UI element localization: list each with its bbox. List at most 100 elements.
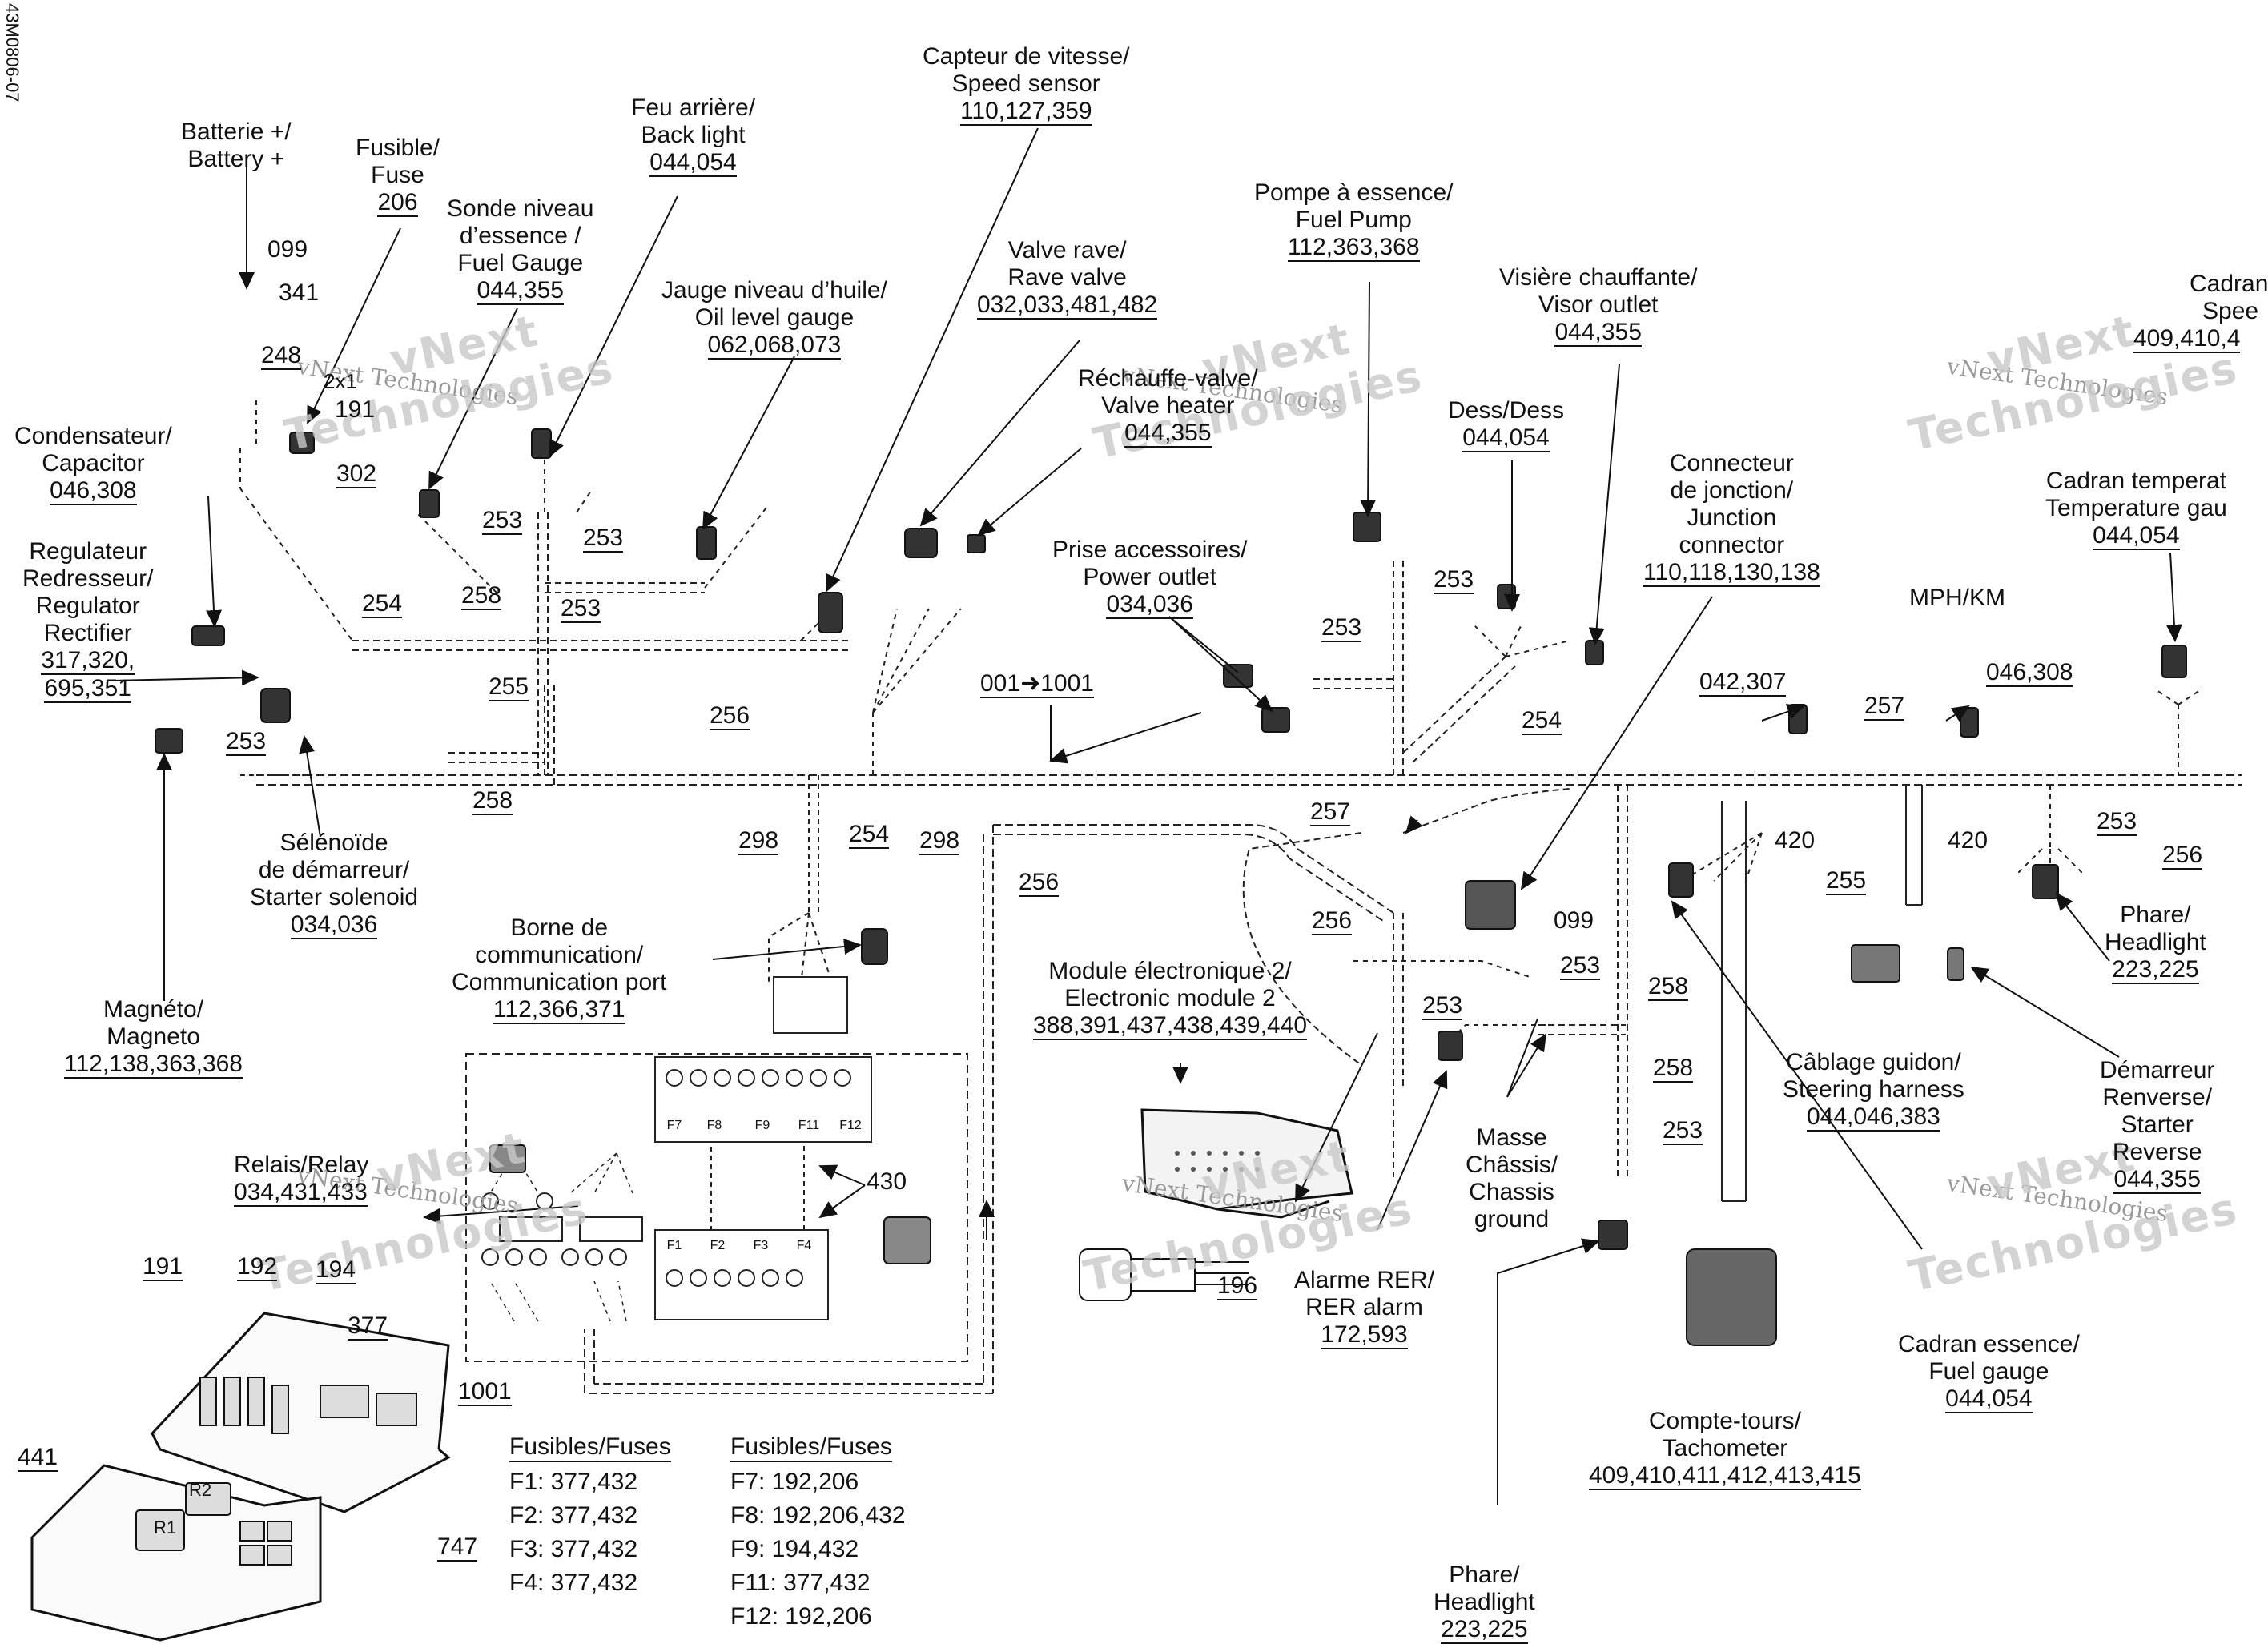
callout-253: 253 — [2097, 808, 2137, 836]
callout-256: 256 — [1019, 869, 1060, 897]
fuse-item: F4: 377,432 — [509, 1570, 638, 1596]
callout-420: 420 — [1948, 827, 1989, 854]
panel-fuse-f11: F11 — [798, 1119, 819, 1132]
callout-253: 253 — [561, 595, 601, 623]
callout-258: 258 — [1648, 973, 1689, 1001]
label-fuse: Fusible/Fuse 206 — [356, 135, 440, 217]
callout-255: 255 — [489, 673, 529, 701]
label-steering-harness: Câblage guidon/Steering harness 044,046,… — [1783, 1049, 1964, 1132]
label-oil-level: Jauge niveau d’huile/Oil level gauge 062… — [662, 277, 887, 360]
panel-fuse-f9: F9 — [755, 1119, 770, 1132]
fuse-list-left-title: Fusibles/Fuses — [509, 1433, 671, 1462]
callout-258: 258 — [1653, 1055, 1694, 1083]
callout-298: 298 — [919, 827, 960, 855]
callout-099: 099 — [267, 236, 308, 263]
callout-298: 298 — [738, 827, 779, 855]
callout-191: 191 — [143, 1253, 183, 1281]
document-reference: 43M0806-07 — [2, 3, 22, 102]
callout-302: 302 — [336, 460, 377, 488]
callout-254: 254 — [362, 590, 403, 618]
label-headlight-right: Phare/Headlight 223,225 — [2105, 902, 2206, 984]
callout-257: 257 — [1310, 798, 1351, 826]
callout-253: 253 — [226, 728, 267, 756]
callout-377: 377 — [348, 1312, 388, 1341]
callout-042-307: 042,307 — [1699, 669, 1787, 697]
callout-441: 441 — [18, 1444, 58, 1472]
callout-341: 341 — [279, 279, 320, 306]
callout-191: 191 — [335, 396, 376, 423]
fuse-list-right-title: Fusibles/Fuses — [730, 1433, 892, 1462]
label-mph-km: MPH/KM — [1909, 585, 2005, 611]
panel-fuse-f7: F7 — [667, 1119, 682, 1132]
label-relay: Relais/Relay 034,431,433 — [234, 1152, 369, 1207]
callout-192: 192 — [237, 1253, 278, 1281]
callout-253: 253 — [1560, 952, 1601, 980]
panel-fuse-f1: F1 — [667, 1239, 682, 1252]
label-rave-valve: Valve rave/Rave valve 032,033,481,482 — [977, 237, 1158, 320]
fuse-item: F3: 377,432 — [509, 1536, 638, 1562]
label-tachometer: Compte-tours/Tachometer 409,410,411,412,… — [1589, 1408, 1861, 1490]
label-rer-alarm: Alarme RER/RER alarm 172,593 — [1294, 1267, 1435, 1349]
fuse-list-left: Fusibles/Fuses F1: 377,432 F2: 377,432 F… — [509, 1430, 671, 1600]
panel-fuse-f12: F12 — [839, 1119, 862, 1132]
relay-mark-r2: R2 — [189, 1480, 211, 1500]
label-fuel-pump: Pompe à essence/Fuel Pump 112,363,368 — [1254, 179, 1454, 262]
fuse-item: F2: 377,432 — [509, 1502, 638, 1529]
callout-253: 253 — [1422, 992, 1463, 1020]
label-ecm2: Module électronique 2/Electronic module … — [1033, 958, 1307, 1040]
panel-fuse-f3: F3 — [754, 1239, 769, 1252]
callout-2x1: 2x1 — [324, 369, 357, 393]
label-valve-heater: Réchauffe-valve/Valve heater 044,355 — [1078, 365, 1258, 448]
callout-046-308: 046,308 — [1986, 659, 2073, 687]
label-power-outlet: Prise accessoires/Power outlet 034,036 — [1052, 537, 1248, 619]
callout-253: 253 — [482, 507, 523, 535]
callout-747: 747 — [437, 1533, 478, 1562]
callout-254: 254 — [1522, 707, 1562, 735]
callout-253: 253 — [1434, 566, 1474, 594]
label-speed-sensor: Capteur de vitesse/Speed sensor 110,127,… — [923, 43, 1130, 126]
callout-256: 256 — [710, 702, 750, 730]
fuse-item: F7: 192,206 — [730, 1469, 859, 1495]
label-battery: Batterie +/Battery + — [181, 119, 292, 172]
harness-reference: 001➜1001 — [980, 670, 1094, 698]
callout-253: 253 — [583, 525, 624, 553]
fuse-item: F8: 192,206,432 — [730, 1502, 906, 1529]
callout-258: 258 — [472, 787, 513, 815]
label-fuel-gauge: Cadran essence/Fuel gauge 044,054 — [1898, 1331, 2080, 1413]
label-capacitor: Condensateur/Capacitor 046,308 — [14, 423, 172, 505]
callout-099: 099 — [1554, 907, 1594, 934]
callout-430: 430 — [867, 1168, 907, 1195]
label-headlight-bottom: Phare/Headlight 223,225 — [1434, 1562, 1535, 1644]
fuse-item: F12: 192,206 — [730, 1603, 872, 1630]
callout-420: 420 — [1775, 827, 1816, 854]
callout-254: 254 — [849, 821, 890, 849]
callout-258: 258 — [461, 582, 502, 610]
fuse-item: F1: 377,432 — [509, 1469, 638, 1495]
callout-257: 257 — [1864, 693, 1905, 721]
label-back-light: Feu arrière/Back light 044,054 — [631, 94, 756, 177]
callout-253: 253 — [1321, 614, 1362, 642]
label-dess: Dess/Dess 044,054 — [1448, 397, 1565, 452]
fuse-list-right: Fusibles/Fuses F7: 192,206 F8: 192,206,4… — [730, 1430, 906, 1634]
panel-fuse-f2: F2 — [710, 1239, 726, 1252]
callout-253: 253 — [1663, 1117, 1703, 1145]
panel-fuse-f4: F4 — [797, 1239, 812, 1252]
callout-256: 256 — [2162, 842, 2203, 870]
callout-196: 196 — [1217, 1272, 1258, 1300]
callout-256: 256 — [1312, 907, 1353, 935]
label-visor-outlet: Visière chauffante/Visor outlet 044,355 — [1499, 264, 1698, 347]
callout-194: 194 — [316, 1256, 356, 1284]
fuse-item: F9: 194,432 — [730, 1536, 859, 1562]
panel-fuse-f8: F8 — [707, 1119, 722, 1132]
